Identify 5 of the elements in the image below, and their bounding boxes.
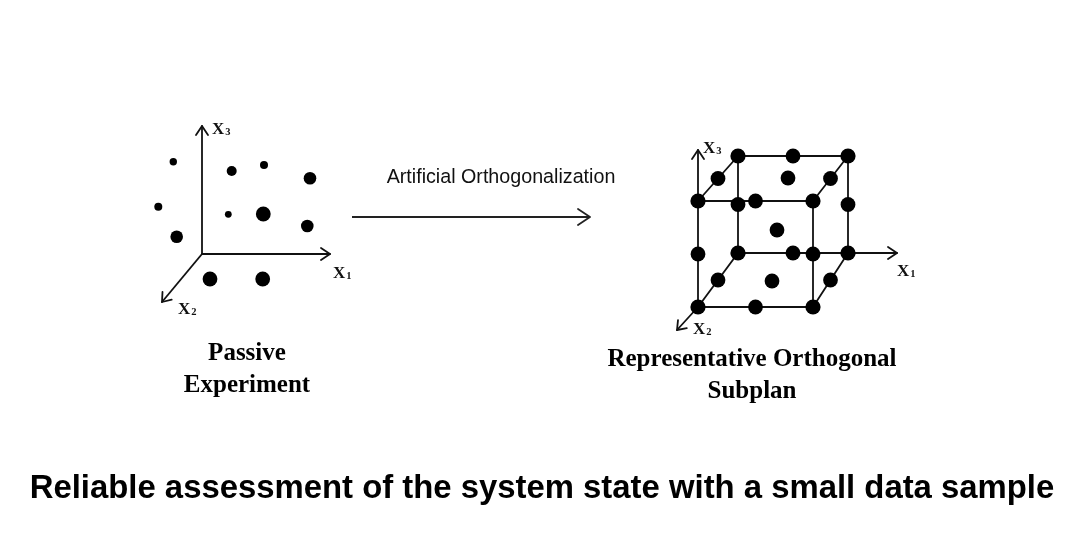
plot-caption: Representative Orthogonal Subplan — [607, 344, 897, 403]
caption: Reliable assessment of the system state with a small data sample — [29, 468, 1055, 506]
edge-label: Artificial Orthogonalization — [386, 165, 616, 188]
plot-caption: Passive Experiment — [183, 338, 311, 397]
arrow — [351, 208, 591, 226]
